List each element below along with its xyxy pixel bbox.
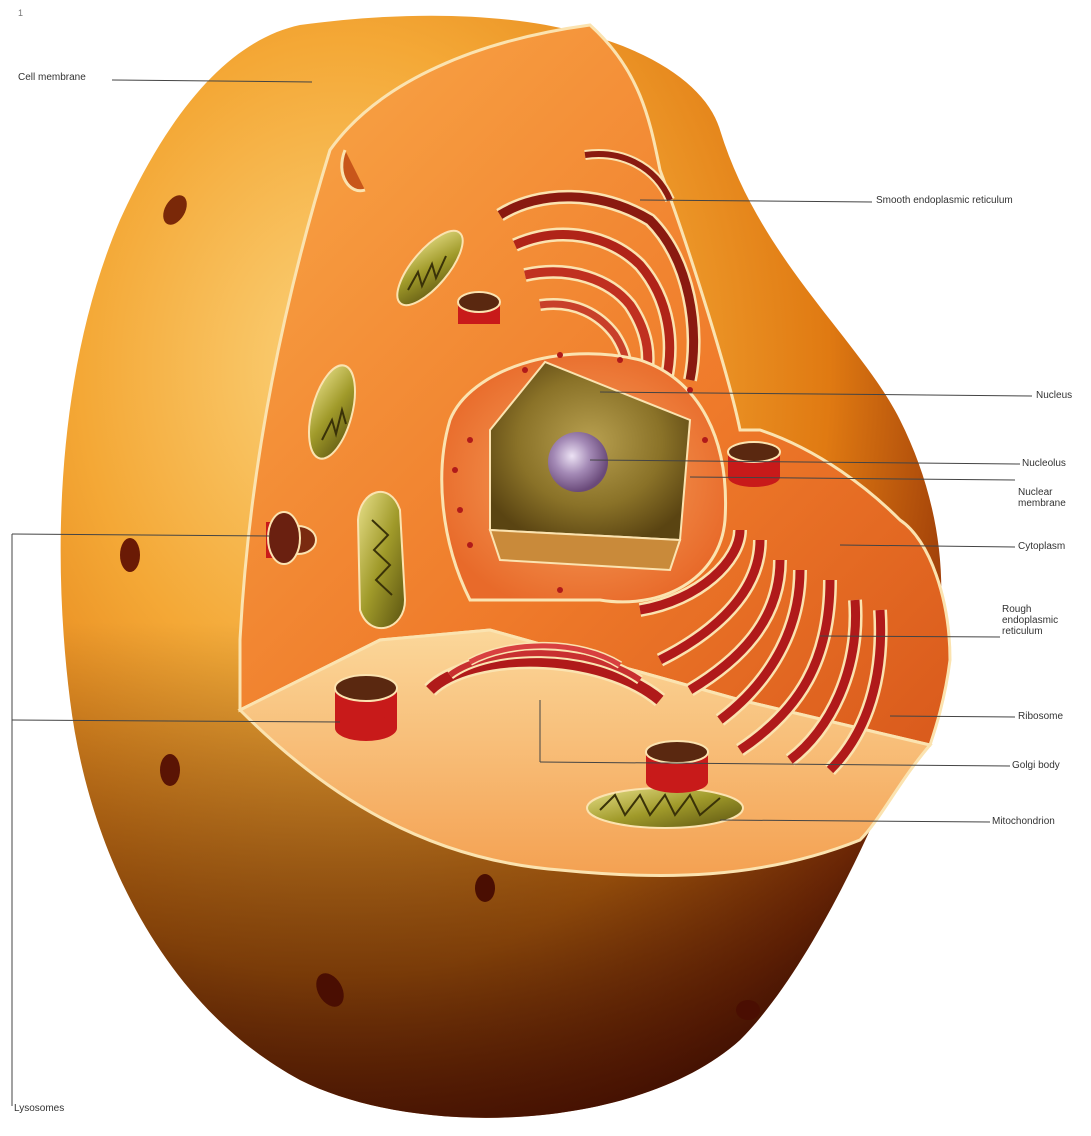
- label-nuclear-membrane-line2: membrane: [1018, 498, 1066, 509]
- label-lysosomes: Lysosomes: [14, 1103, 64, 1114]
- label-rough-er-line3: reticulum: [1002, 626, 1058, 637]
- label-mitochondrion: Mitochondrion: [992, 816, 1055, 827]
- label-nuclear-membrane: Nuclear membrane: [1018, 487, 1066, 509]
- label-nucleus: Nucleus: [1036, 390, 1072, 401]
- label-ribosome: Ribosome: [1018, 711, 1063, 722]
- label-smooth-er: Smooth endoplasmic reticulum: [876, 195, 1013, 206]
- label-cytoplasm: Cytoplasm: [1018, 541, 1065, 552]
- label-rough-er-line1: Rough: [1002, 604, 1058, 615]
- label-rough-er: Rough endoplasmic reticulum: [1002, 604, 1058, 637]
- label-rough-er-line2: endoplasmic: [1002, 615, 1058, 626]
- label-nucleolus: Nucleolus: [1022, 458, 1066, 469]
- label-nuclear-membrane-line1: Nuclear: [1018, 487, 1066, 498]
- nucleus: [442, 352, 726, 602]
- label-cell-membrane: Cell membrane: [18, 72, 86, 83]
- label-golgi-body: Golgi body: [1012, 760, 1060, 771]
